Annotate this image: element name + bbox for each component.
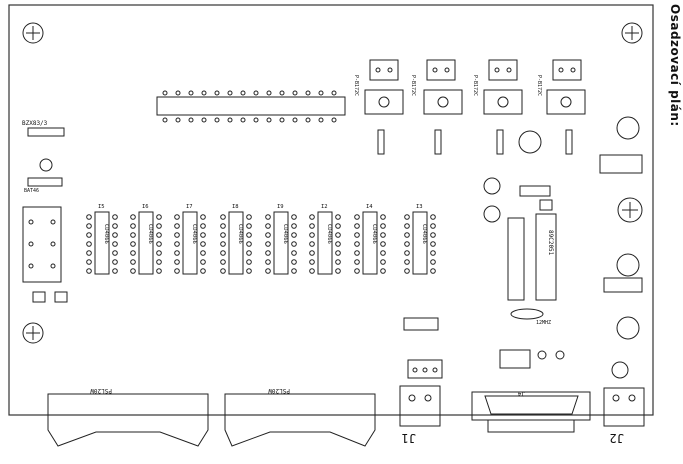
chip-label: CD4066 [326, 224, 332, 244]
chip-label: CD4066 [191, 224, 197, 244]
mounting-hole [22, 22, 44, 44]
crystal: 12MHZ [510, 308, 551, 326]
chip-label: CD4066 [371, 224, 377, 244]
chip-ref: I7 [186, 204, 193, 210]
svg-text:BAT46: BAT46 [24, 188, 39, 194]
mcu-ic2 [507, 217, 525, 301]
relay-k3: P-B172C [410, 59, 456, 96]
jack-j1: J1 [399, 385, 441, 445]
svg-text:PSL20W: PSL20W [268, 387, 290, 394]
cd4066-chip-6: CD4066 I2 [309, 204, 341, 275]
regulator-block [403, 317, 565, 379]
cd4066-chip-8: CD4066 I3 [404, 204, 436, 275]
chip-label: CD4066 [237, 224, 243, 244]
chip-label: CD4066 [147, 224, 153, 244]
relay-driver [364, 89, 586, 115]
chip-ref: I6 [142, 204, 149, 210]
chip-label: CD4066 [282, 224, 288, 244]
chip-label: CD4066 [103, 224, 109, 244]
oscillator-area [483, 130, 553, 223]
svg-text:PSL20W: PSL20W [90, 387, 112, 394]
svg-text:P-B172C: P-B172C [353, 75, 359, 96]
relay-k2: P-B172C [472, 59, 518, 96]
mounting-hole [617, 197, 643, 223]
svg-text:P-B172C: P-B172C [536, 75, 542, 96]
svg-text:P-B172C: P-B172C [472, 75, 478, 96]
mounting-hole [621, 22, 643, 44]
mounting-hole [22, 322, 44, 344]
svg-text:12MHZ: 12MHZ [536, 320, 551, 326]
cd4066-chip-7: CD4066 I4 [354, 204, 386, 275]
svg-text:J1: J1 [402, 431, 416, 445]
jack-j2: J2 [603, 387, 645, 445]
relay-k4: P-B172C [353, 59, 399, 96]
svg-text:J4: J4 [517, 390, 525, 397]
cd4066-chip-3: CD4066 I7 [174, 204, 206, 275]
relay-k1: P-B172C [536, 59, 582, 96]
connector-p2: PSL20W [224, 387, 376, 447]
resistor-220k [377, 129, 573, 155]
left-component-block [22, 206, 68, 303]
cd4066-chip-5: CD4066 I9 [265, 204, 297, 275]
page-title: Osadzovací plán: [668, 4, 682, 127]
board-outline [8, 4, 654, 416]
svg-text:P-B172C: P-B172C [410, 75, 416, 96]
cd4066-chip-2: CD4066 I6 [130, 204, 162, 275]
capacitor-1000u [599, 116, 643, 379]
svg-text:89C2051: 89C2051 [547, 230, 554, 256]
chip-ref: I4 [366, 204, 373, 210]
chip-ref: I5 [98, 204, 105, 210]
svg-text:BZX83/3: BZX83/3 [22, 120, 48, 127]
dip-footprint-top [156, 90, 346, 123]
connector-p3: PSL20W [47, 387, 209, 447]
cd4066-chip-4: CD4066 I8 [220, 204, 252, 275]
chip-ref: I9 [277, 204, 284, 210]
cd4066-chip-1: CD4066 I5 [86, 204, 118, 275]
chip-ref: I8 [232, 204, 239, 210]
dsub-j4: J4 [471, 390, 591, 433]
chip-label: CD4066 [421, 224, 427, 244]
chip-ref: I3 [416, 204, 423, 210]
mcu-89c2051: 89C2051 [535, 213, 557, 301]
zener-bzx: BZX83/3 BAT46 [22, 120, 65, 194]
svg-text:J2: J2 [610, 431, 624, 445]
chip-ref: I2 [321, 204, 328, 210]
